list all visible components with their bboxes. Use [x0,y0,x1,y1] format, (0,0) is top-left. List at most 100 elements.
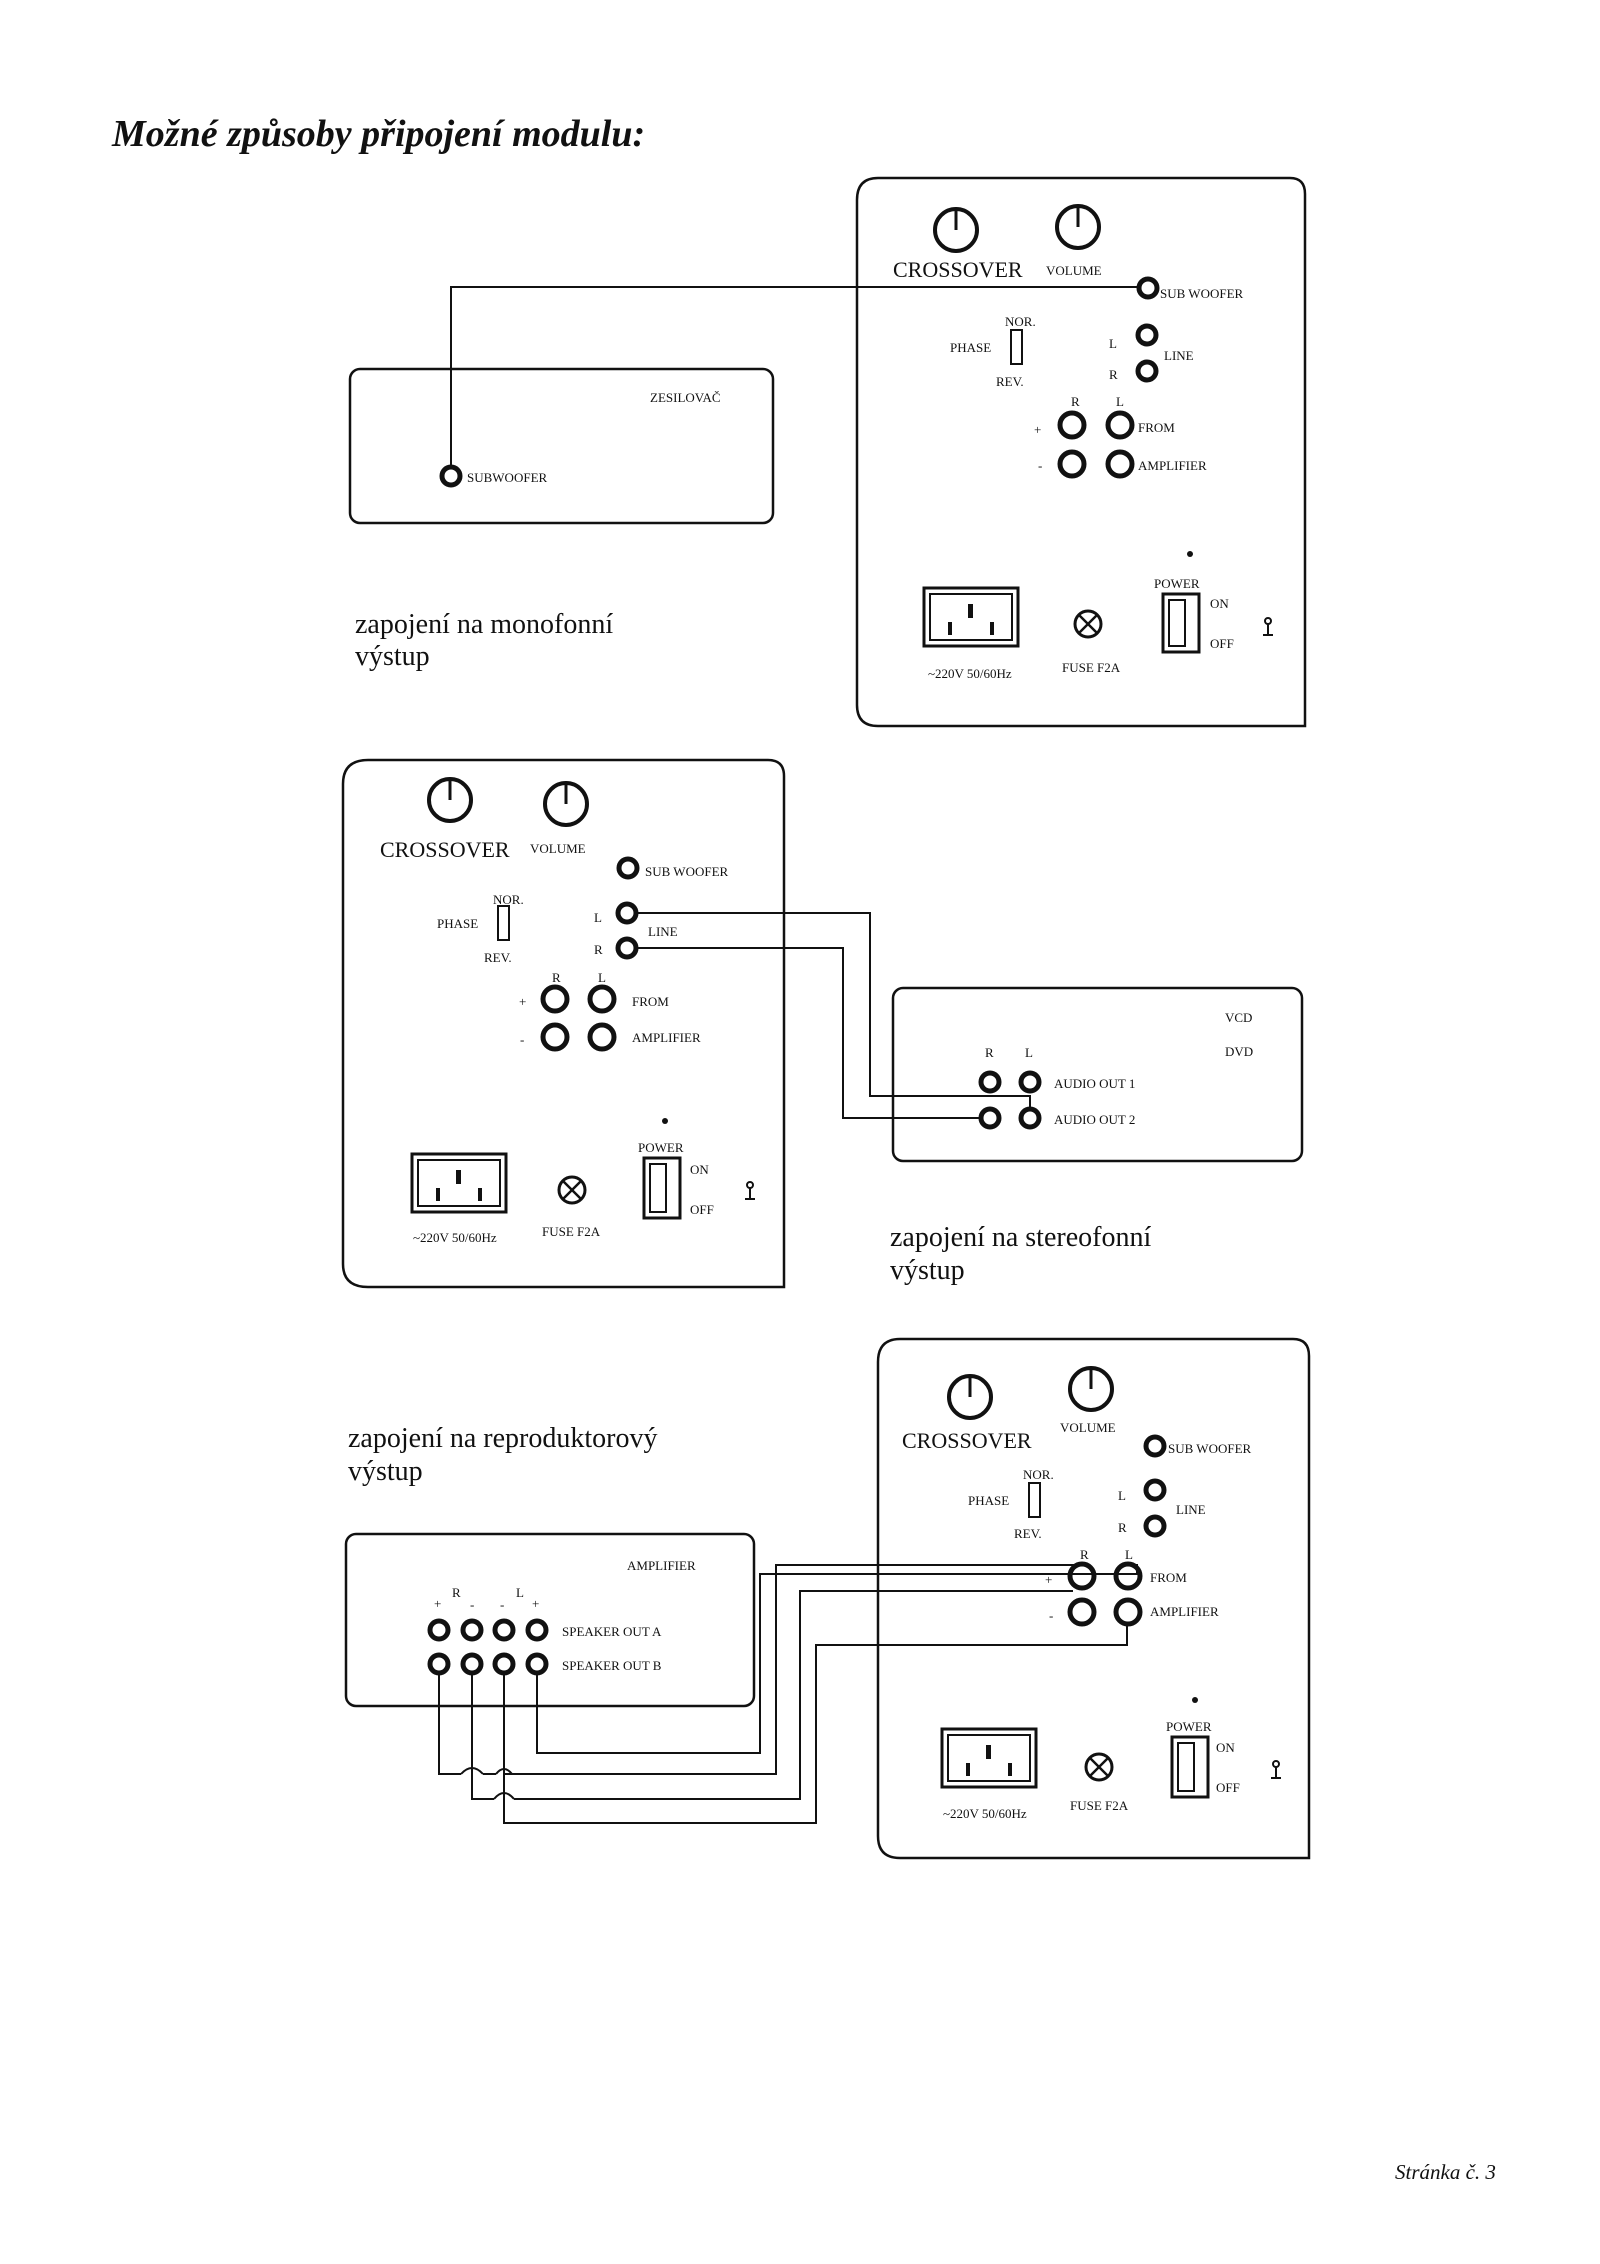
phase-nor-label: NOR. [1023,1467,1054,1482]
from-r-label: R [552,970,561,985]
speaker-caption-line2: výstup [348,1456,423,1487]
vcd-label: VCD [1225,1010,1252,1025]
audio-out-r-label: R [985,1045,994,1060]
plus-label: + [519,994,526,1009]
power-led [662,1118,668,1124]
volume-knob-icon [1055,204,1101,250]
phase-label: PHASE [950,340,991,355]
line-label: LINE [648,924,678,939]
from-l-label: L [1116,394,1124,409]
stereo-wire-right [635,947,981,1119]
speaker-l-label: L [516,1585,524,1600]
speaker-a-2-jack [463,1621,481,1639]
power-switch[interactable] [1170,1735,1210,1799]
audio-out2-r-jack [981,1109,999,1127]
mains-socket-icon [940,1727,1038,1789]
fuse-label: FUSE F2A [542,1224,601,1239]
sub-woofer-label: SUB WOOFER [1168,1441,1252,1456]
volume-knob-icon [1068,1366,1114,1412]
module-panel-1: CROSSOVER VOLUME SUB WOOFER NOR. PHASE R… [855,176,1307,728]
crossover-label: CROSSOVER [893,257,1023,282]
phase-rev-label: REV. [1014,1526,1042,1541]
from-l-minus-jack [1116,1600,1140,1624]
sub-woofer-jack [1139,279,1157,297]
amplifier-title: AMPLIFIER [627,1558,696,1573]
from-r-plus-jack [1070,1564,1094,1588]
from-l-label: L [1125,1547,1133,1562]
line-r-jack [618,939,636,957]
power-off-label: OFF [1216,1780,1240,1795]
speaker-plus-1: + [434,1596,441,1611]
fuse-label: FUSE F2A [1062,660,1121,675]
power-switch[interactable] [642,1156,682,1220]
from-label: FROM [632,994,669,1009]
phase-switch[interactable] [497,905,510,941]
from-l-minus-jack [590,1025,614,1049]
phase-rev-label: REV. [996,374,1024,389]
speaker-caption-line1: zapojení na reproduktorový [348,1423,657,1454]
amplifier-label: AMPLIFIER [1150,1604,1219,1619]
speaker-minus-1: - [470,1597,474,1612]
volume-label: VOLUME [530,841,586,856]
from-r-minus-jack [1060,452,1084,476]
mono-caption-line1: zapojení na monofonní [355,609,613,640]
plus-label: + [1034,422,1041,437]
audio-out1-l-jack [1021,1073,1039,1091]
power-led [1187,551,1193,557]
speaker-amplifier-box [344,1532,756,1708]
mono-amplifier-title: ZESILOVAČ [650,390,721,405]
phase-switch[interactable] [1010,329,1023,365]
plus-label: + [1045,1572,1052,1587]
mono-caption-line2: výstup [355,641,430,672]
stereo-caption-line2: výstup [890,1255,965,1286]
mono-section: ZESILOVAČ SUBWOOFER CROSSOVER VOLUME SUB… [348,176,1307,728]
line-r-label: R [1109,367,1118,382]
vcd-dvd-box [891,986,1304,1163]
speaker-b-1-jack [430,1655,448,1673]
line-label: LINE [1164,348,1194,363]
ground-icon [744,1181,756,1200]
line-r-label: R [594,942,603,957]
line-l-label: L [1109,336,1117,351]
module-panel-3: CROSSOVER VOLUME SUB WOOFER NOR. PHASE R… [876,1337,1311,1860]
audio-out-1-label: AUDIO OUT 1 [1054,1076,1135,1091]
page-number: Stránka č. 3 [1395,2160,1496,2184]
speaker-minus-2: - [500,1597,504,1612]
mains-label: ~220V 50/60Hz [943,1806,1027,1821]
mains-socket-icon [922,586,1020,648]
from-r-label: R [1080,1547,1089,1562]
page-heading: Možné způsoby připojení modulu: [112,113,646,155]
speaker-r-label: R [452,1585,461,1600]
sub-woofer-jack [1146,1437,1164,1455]
line-l-jack [618,904,636,922]
from-r-label: R [1071,394,1080,409]
crossover-label: CROSSOVER [380,837,510,862]
fuse-label: FUSE F2A [1070,1798,1129,1813]
power-switch[interactable] [1161,592,1201,654]
phase-nor-label: NOR. [1005,314,1036,329]
from-l-plus-jack [1108,413,1132,437]
mains-label: ~220V 50/60Hz [928,666,1012,681]
speaker-b-2-jack [463,1655,481,1673]
speaker-out-b-label: SPEAKER OUT B [562,1658,662,1673]
mains-label: ~220V 50/60Hz [413,1230,497,1245]
fuse-icon [1084,1752,1114,1782]
from-l-minus-jack [1108,452,1132,476]
stereo-wire-left [635,912,1031,1109]
crossover-knob-icon [933,207,979,253]
from-label: FROM [1150,1570,1187,1585]
minus-label: - [520,1032,524,1047]
speaker-plus-2: + [532,1596,539,1611]
mains-socket-icon [410,1152,508,1214]
phase-rev-label: REV. [484,950,512,965]
fuse-icon [1073,609,1103,639]
line-l-jack [1146,1481,1164,1499]
mono-amplifier-box [348,367,775,525]
speaker-out-a-label: SPEAKER OUT A [562,1624,662,1639]
from-r-plus-jack [1060,413,1084,437]
volume-label: VOLUME [1060,1420,1116,1435]
phase-switch[interactable] [1028,1482,1041,1518]
from-r-plus-jack [543,987,567,1011]
crossover-knob-icon [427,777,473,823]
power-on-label: ON [690,1162,709,1177]
